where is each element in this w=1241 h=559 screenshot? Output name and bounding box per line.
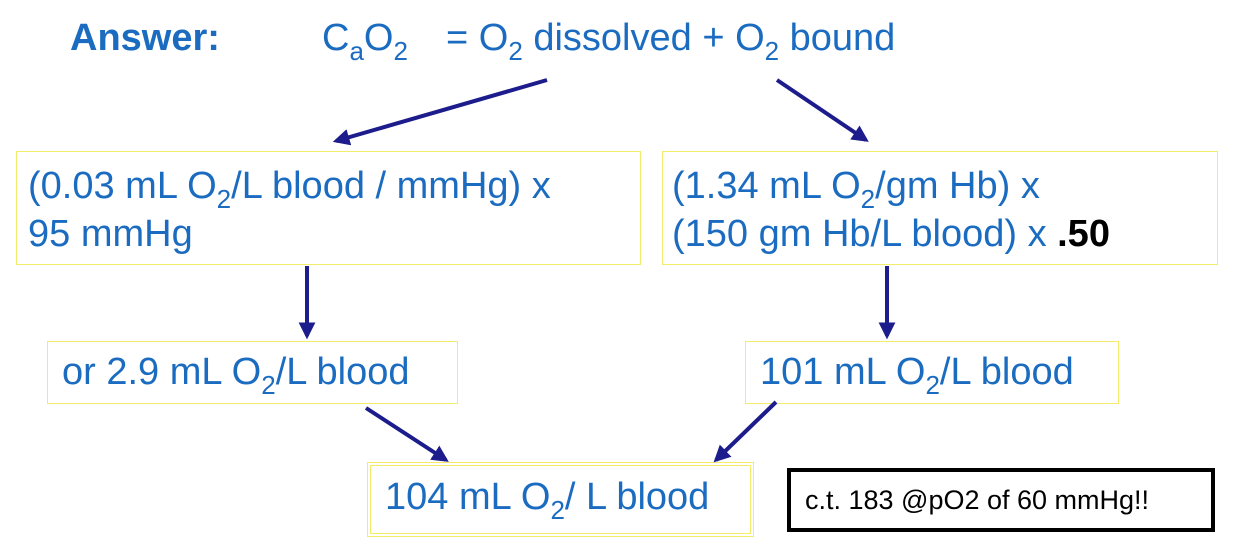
dissolved-result-box xyxy=(47,341,458,404)
eq-bound: bound xyxy=(779,17,896,59)
bound-calculation-box xyxy=(662,151,1218,265)
bound-calc-line2: (150 gm Hb/L blood) x .50 xyxy=(672,213,1110,255)
oxygen-content-equation: CaO2 xyxy=(322,16,408,64)
oxygen-content-equation-rhs: = O2 dissolved + O2 bound xyxy=(446,16,896,64)
arrow-right-to-total xyxy=(713,400,778,463)
total-oxygen-text: 104 mL O2/ L blood xyxy=(385,476,710,525)
saturation-value: .50 xyxy=(1057,213,1110,255)
eq-2-subscript-c: 2 xyxy=(764,36,780,66)
eq-dissolved: dissolved + O xyxy=(522,17,765,59)
bound-result-box xyxy=(745,341,1119,404)
eq-2-subscript: 2 xyxy=(393,36,408,66)
dissolved-calculation-box xyxy=(16,151,641,265)
comparison-note: c.t. 183 @pO2 of 60 mmHg!! xyxy=(787,468,1215,532)
bound-result-text: 101 mL O2/L blood xyxy=(760,351,1074,400)
bound-calc-line1: (1.34 mL O2/gm Hb) x xyxy=(672,165,1040,214)
answer-label: Answer: xyxy=(70,17,220,59)
eq-c: C xyxy=(322,17,350,59)
arrow-to-dissolved xyxy=(332,78,548,146)
eq-2-subscript-b: 2 xyxy=(508,36,523,66)
eq-equals-o: = O xyxy=(446,17,509,59)
arrow-to-bound xyxy=(775,78,869,142)
dissolved-calc-line1: (0.03 mL O2/L blood / mmHg) x xyxy=(28,165,551,214)
eq-a-subscript: a xyxy=(349,36,364,66)
dissolved-calc-line2: 95 mmHg xyxy=(28,213,193,255)
arrow-left-to-total xyxy=(364,406,449,462)
total-oxygen-box xyxy=(367,462,754,537)
eq-o: O xyxy=(363,17,394,59)
dissolved-result-text: or 2.9 mL O2/L blood xyxy=(62,351,410,400)
